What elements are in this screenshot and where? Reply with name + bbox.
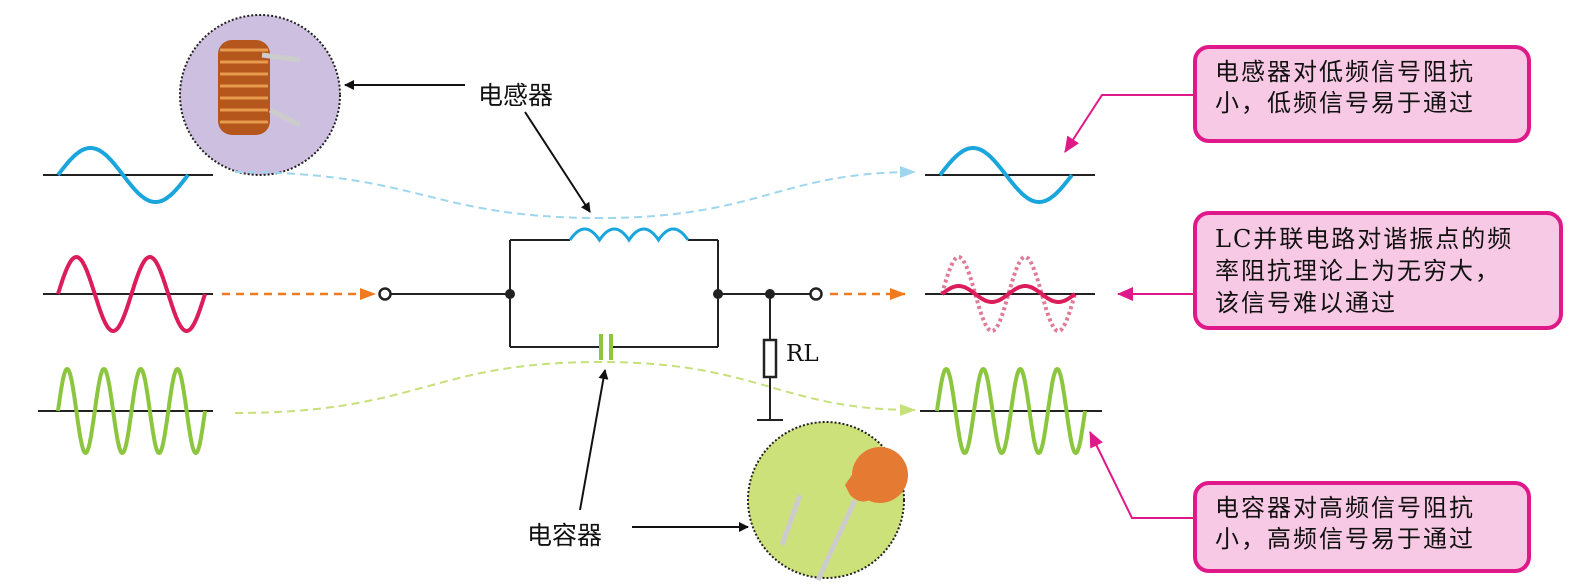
input-low-freq-wave: [56, 146, 190, 204]
inductor-label: 电感器: [478, 81, 554, 110]
output-mid-freq-wave-original: [940, 254, 1077, 334]
note-arrows: [1064, 94, 1195, 519]
note-low-frequency: 电感器对低频信号阻抗 小，低频信号易于通过: [1193, 45, 1531, 143]
capacitor-symbol: [599, 334, 613, 360]
capacitor-label: 电容器: [527, 521, 603, 550]
input-mid-freq-wave: [56, 254, 207, 334]
note-line: LC并联电路对谐振点的频: [1215, 225, 1514, 253]
resistor-symbol: [762, 338, 778, 379]
note-resonant: LC并联电路对谐振点的频 率阻抗理论上为无穷大， 该信号难以通过: [1193, 211, 1563, 330]
output-mid-freq-wave-attenuated: [940, 284, 1077, 304]
input-terminal: [378, 287, 392, 301]
note-high-frequency: 电容器对高频信号阻抗 小，高频信号易于通过: [1193, 481, 1531, 573]
input-high-freq-wave: [56, 367, 207, 455]
note-line: 小，高频信号易于通过: [1215, 525, 1475, 553]
note-line: 该信号难以通过: [1215, 289, 1397, 317]
note-line: 率阻抗理论上为无穷大，: [1215, 257, 1501, 285]
circuit-nodes: [505, 289, 775, 299]
output-high-freq-wave: [935, 367, 1087, 455]
label-arrows: [344, 80, 749, 532]
resistor-label: RL: [786, 341, 819, 367]
high-freq-path: [234, 360, 916, 416]
note-line: 电容器对高频信号阻抗: [1215, 494, 1475, 522]
inductor-symbol: [568, 227, 690, 243]
note-line: 小，低频信号易于通过: [1215, 89, 1475, 117]
output-low-freq-wave: [938, 146, 1074, 204]
note-line: 电感器对低频信号阻抗: [1215, 58, 1475, 86]
low-freq-path: [234, 166, 916, 220]
output-terminal: [809, 287, 823, 301]
inductor-photo: [179, 14, 341, 176]
capacitor-photo: [747, 421, 908, 582]
